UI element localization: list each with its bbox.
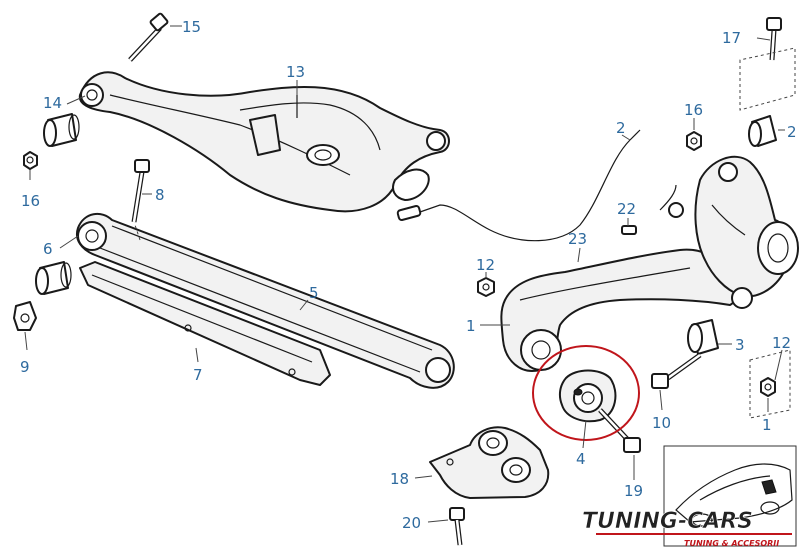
callout-2-bushing: 2 [787,123,797,141]
wheel-carrier [694,155,799,309]
bolt-19 [598,408,641,453]
callout-17: 17 [722,29,741,47]
callout-20: 20 [402,514,421,532]
callout-18: 18 [390,470,409,488]
callout-5: 5 [309,284,319,302]
callout-23: 23 [568,230,587,248]
callout-1-arm: 1 [466,317,476,335]
upper-control-arm [78,71,450,213]
callout-4: 4 [576,450,586,468]
callout-19: 19 [624,482,643,500]
bushing-4 [558,369,617,423]
callout-labels: 15 13 14 16 8 6 5 9 7 17 16 2 2 22 23 12… [20,18,797,532]
callout-1-right: 1 [762,416,772,434]
bushing-2-right [748,115,777,147]
callout-13: 13 [286,63,305,81]
callout-8: 8 [155,186,165,204]
bushing-3 [687,319,719,355]
leader-lines [24,25,785,523]
car-inset-frame [663,445,797,547]
nut-12-right [760,377,776,397]
callout-16-right: 16 [684,101,703,119]
mount-bracket-18 [429,426,550,499]
car-silhouette-icon [675,463,793,527]
callout-22: 22 [617,200,636,218]
nut-16-right [686,131,702,151]
brand-logo-text: TUNING-CARS [582,509,753,534]
callout-12-left: 12 [476,256,495,274]
bolt-10 [651,352,702,389]
nut-12-left [477,277,495,297]
callout-7: 7 [193,366,203,384]
callout-12-right: 12 [772,334,791,352]
brand-tagline: TUNING & ACCESORII [684,539,779,548]
callout-6: 6 [43,240,53,258]
callout-9: 9 [20,358,30,376]
trailing-arm [500,248,737,372]
bushing-14 [43,113,80,147]
bolt-20 [449,507,465,546]
guide-plate [79,261,331,386]
callout-3: 3 [735,336,745,354]
bushing-6 [35,261,72,295]
bolt-22 [621,225,637,235]
callout-16-left: 16 [21,192,40,210]
callout-10: 10 [652,414,671,432]
callout-2-cable: 2 [616,119,626,137]
callout-15: 15 [182,18,201,36]
watermark: TUNING-CARS TUNING & ACCESORII [582,445,797,548]
bolt-17 [766,17,782,61]
highlight-circle [532,345,640,441]
bolt-8 [131,159,150,223]
sensor-cable [396,129,684,242]
track-rod [76,212,455,389]
nut-16-left [23,151,38,170]
callout-14: 14 [43,94,62,112]
nut-9 [13,301,37,331]
bolt-15 [128,12,169,62]
